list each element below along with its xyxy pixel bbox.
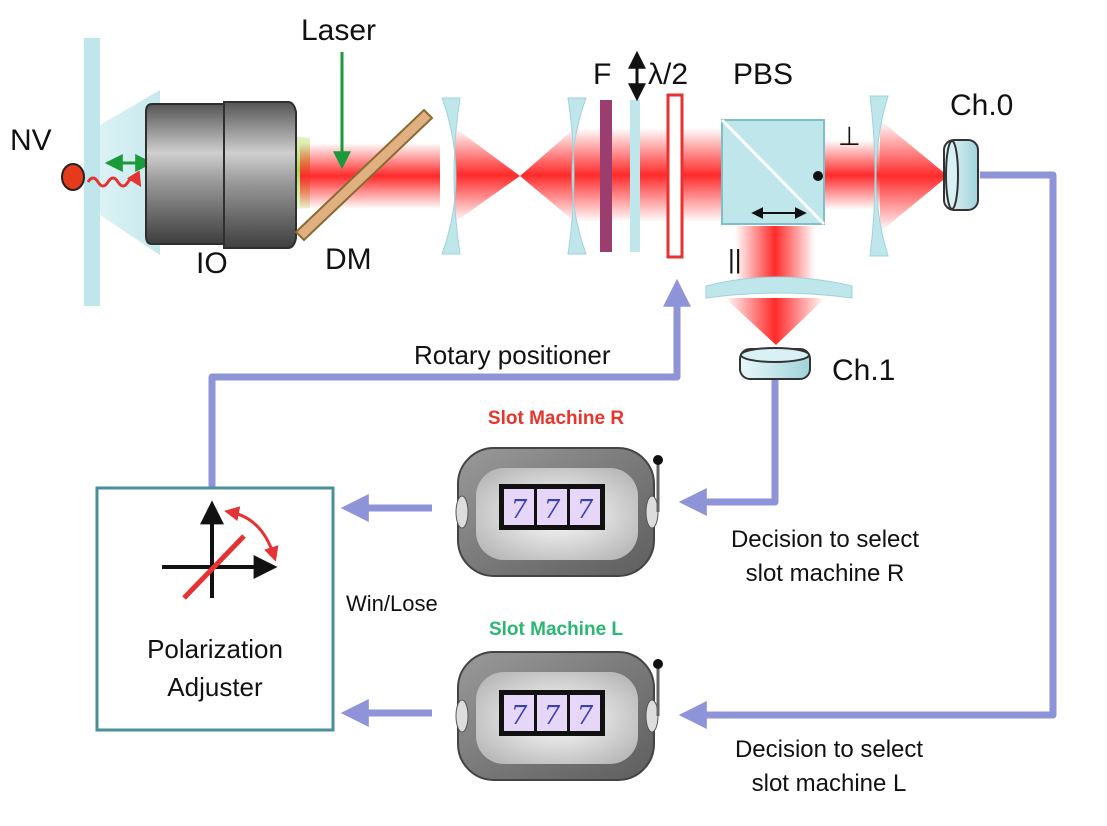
win-lose-label: Win/Lose	[346, 591, 438, 616]
reel-l-1: 7	[511, 701, 528, 731]
io-label: IO	[196, 247, 228, 280]
detector-ch1	[739, 347, 811, 380]
ch1-label: Ch.1	[832, 354, 895, 387]
lens-3	[869, 95, 889, 257]
reel-r-2: 7	[544, 495, 561, 525]
reel-l-3: 7	[577, 701, 594, 731]
polarization-adjuster-label-1: Polarization	[147, 634, 283, 664]
decision-l-label-1: Decision to select	[735, 736, 923, 763]
slot-machine-r-title: Slot Machine R	[488, 408, 624, 429]
filter	[600, 100, 612, 252]
reel-l-2: 7	[544, 701, 561, 731]
rotary-positioner-label: Rotary positioner	[414, 340, 611, 370]
laser-label: Laser	[301, 14, 376, 47]
polarization-adjuster-label-2: Adjuster	[167, 672, 263, 702]
ch1-to-slot-r-line	[678, 380, 779, 516]
slot-machine-l-title: Slot Machine L	[489, 619, 623, 640]
nv-center	[61, 154, 154, 191]
reel-r-3: 7	[577, 495, 594, 525]
red-beam	[300, 120, 948, 345]
signal-lines	[208, 171, 1057, 729]
parallel-label: ||	[728, 244, 742, 274]
dm-label: DM	[325, 243, 372, 276]
ch0-label: Ch.0	[950, 89, 1013, 122]
ch0-to-slot-l-line	[678, 171, 1057, 729]
polarization-adjuster	[95, 486, 335, 732]
pbs-label: PBS	[733, 58, 793, 91]
lens-1	[441, 97, 461, 255]
lens-2	[567, 97, 587, 255]
half-wave-plate-label: λ/2	[648, 58, 688, 91]
filter-label: F	[593, 58, 611, 91]
lens-4	[705, 276, 853, 299]
half-wave-plate-fixed	[628, 50, 646, 252]
objective-lens	[145, 101, 297, 249]
slot-machine-l: 7 7 7	[455, 651, 663, 781]
decision-l-label-2: slot machine L	[752, 770, 907, 797]
dichroic-mirror	[294, 52, 434, 242]
perpendicular-label: ⊥	[838, 121, 861, 151]
slot-machine-r: 7 7 7	[455, 447, 663, 577]
detector-ch0	[943, 139, 979, 211]
rotary-positioner-line	[208, 278, 691, 488]
reel-r-1: 7	[511, 495, 528, 525]
decision-r-label-1: Decision to select	[731, 526, 919, 553]
nv-label: NV	[10, 124, 52, 157]
half-wave-plate	[666, 93, 684, 259]
pbs-cube	[720, 118, 826, 226]
decision-r-label-2: slot machine R	[746, 560, 905, 587]
